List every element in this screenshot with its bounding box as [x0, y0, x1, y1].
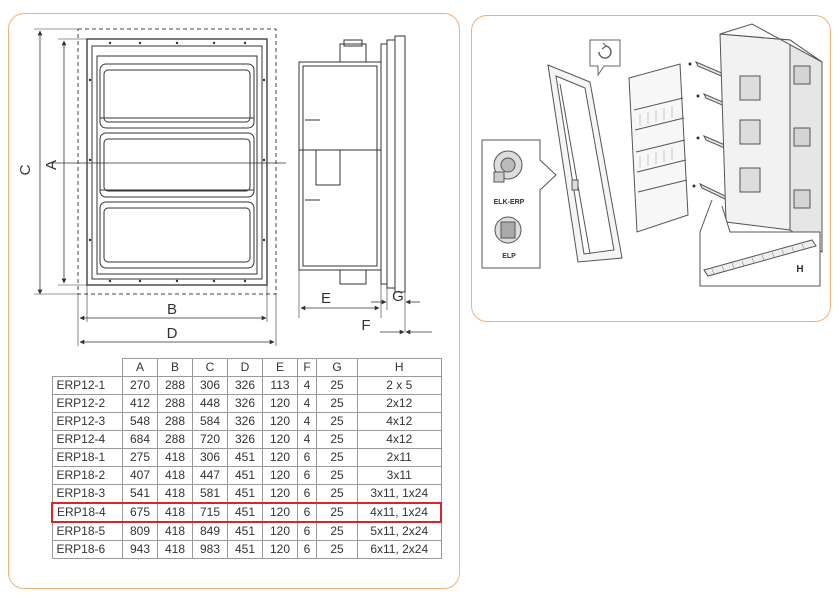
label-e: E	[321, 290, 331, 307]
table-cell: 25	[316, 430, 358, 449]
enclosure-frame	[86, 38, 268, 286]
table-cell: 451	[227, 521, 263, 541]
model-cell: ERP18-2	[51, 466, 123, 485]
table-cell: 943	[122, 540, 158, 559]
cover-panels	[99, 63, 255, 269]
label-g: G	[392, 288, 404, 305]
table-cell: 4x11, 1x24	[357, 502, 442, 523]
enclosure-box	[719, 23, 823, 253]
table-cell: 25	[316, 466, 358, 485]
model-cell: ERP12-1	[51, 376, 123, 395]
lock-label-elp: ELP	[502, 253, 516, 260]
label-d: D	[167, 325, 178, 342]
table-cell: 120	[262, 466, 298, 485]
table-cell: 120	[262, 448, 298, 467]
table-cell: 418	[157, 466, 193, 485]
strip-callout	[699, 199, 821, 287]
table-cell: 120	[262, 540, 298, 559]
side-view-drawing	[298, 35, 406, 293]
table-cell: 418	[157, 540, 193, 559]
label-b: B	[167, 301, 177, 318]
table-cell: 407	[122, 466, 158, 485]
rotate-icon	[589, 39, 621, 77]
door-frame	[547, 64, 623, 263]
strip-label-h: H	[796, 264, 803, 275]
outer-frame-dashed	[77, 28, 277, 295]
frame-screws	[88, 41, 266, 283]
model-cell: ERP18-5	[51, 521, 123, 541]
table-cell: 418	[157, 521, 193, 541]
cover-panel	[628, 63, 689, 233]
model-cell: ERP18-4	[51, 502, 123, 523]
table-cell: 25	[316, 540, 358, 559]
table-cell: 418	[157, 502, 193, 523]
table-header-row: A B C D E F G H	[52, 358, 442, 377]
lock-callout	[481, 139, 557, 269]
table-cell: 2x11	[357, 448, 442, 467]
table-cell: 120	[262, 484, 298, 504]
label-f: F	[361, 317, 370, 334]
table-cell: 451	[227, 502, 263, 523]
table-cell: 6x11, 2x24	[357, 540, 442, 559]
table-cell: 25	[316, 502, 358, 523]
label-c: C	[17, 164, 34, 175]
table-cell: 120	[262, 394, 298, 413]
table-cell: 3x11, 1x24	[357, 484, 442, 504]
model-cell: ERP12-2	[51, 394, 123, 413]
table-cell: 4x12	[357, 412, 442, 431]
table-cell: 809	[122, 521, 158, 541]
label-a: A	[43, 160, 60, 170]
lock-label-elk-erp: ELK-ERP	[494, 199, 525, 206]
model-cell: ERP18-6	[51, 540, 123, 559]
table-cell: 326	[227, 394, 263, 413]
table-cell: 983	[192, 540, 228, 559]
model-cell: ERP18-1	[51, 448, 123, 467]
table-cell: 584	[192, 412, 228, 431]
table-cell: 3x11	[357, 466, 442, 485]
